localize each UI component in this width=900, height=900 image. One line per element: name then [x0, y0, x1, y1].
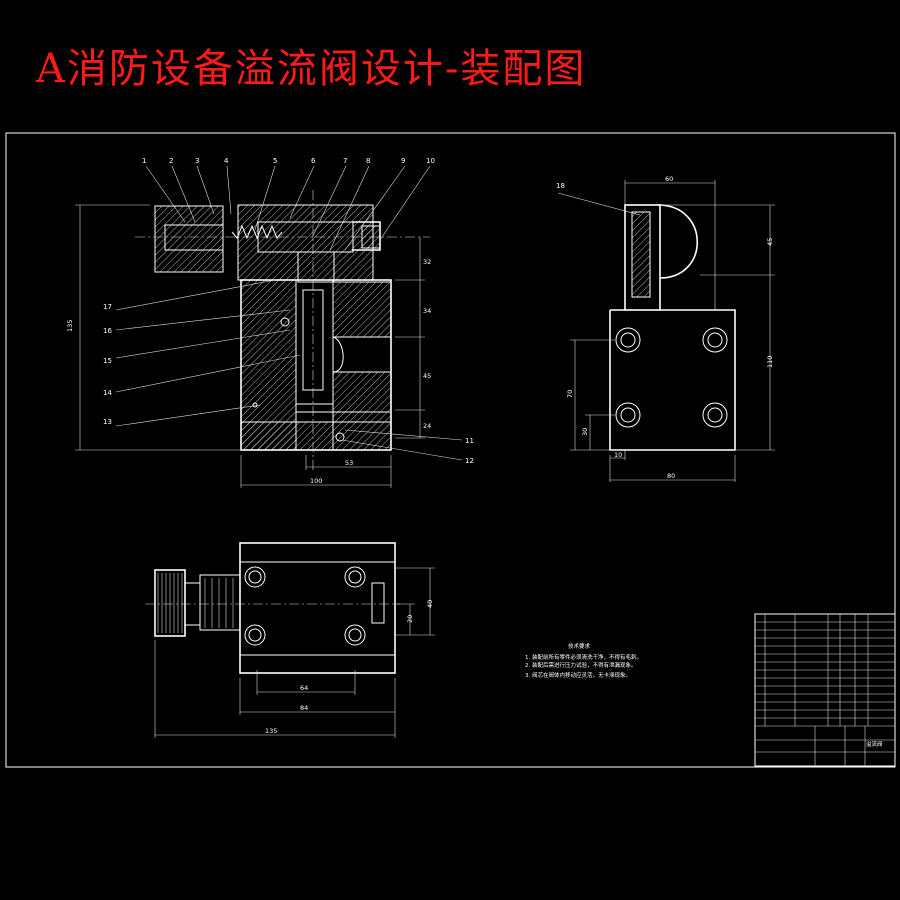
- dim-top-height: 40: [426, 600, 434, 608]
- dim-front-bottom-inner: 53: [345, 459, 353, 467]
- dim-front-d3: 45: [423, 372, 431, 380]
- dim-side-top: 60: [665, 175, 673, 183]
- part-label-10: 10: [426, 157, 435, 165]
- part-number-labels: 1 2 3 4 5 6 7 8 9 10 11 12 13 14 15 16 1…: [103, 157, 565, 465]
- part-label-1: 1: [142, 157, 146, 165]
- part-label-9: 9: [401, 157, 405, 165]
- dim-front-d4: 24: [423, 422, 431, 430]
- dim-front-d1: 32: [423, 258, 431, 266]
- part-label-8: 8: [366, 157, 370, 165]
- technical-requirements: 技术要求 1. 装配前所有零件必须清洗干净，不得有毛刺。 2. 装配后需进行压力…: [525, 642, 642, 679]
- part-label-17: 17: [103, 303, 112, 311]
- part-label-18: 18: [556, 182, 565, 190]
- part-label-3: 3: [195, 157, 199, 165]
- dim-top-w1: 64: [300, 684, 308, 692]
- part-label-5: 5: [273, 157, 277, 165]
- dim-side-d4: 30: [581, 428, 589, 436]
- part-label-15: 15: [103, 357, 112, 365]
- tech-req-line-3: 3. 阀芯在阀体内移动应灵活，无卡滞现象。: [525, 671, 631, 679]
- part-label-12: 12: [465, 457, 474, 465]
- part-label-14: 14: [103, 389, 112, 397]
- part-label-16: 16: [103, 327, 112, 335]
- side-view: 60 45 110 70 30 10 80: [557, 175, 775, 482]
- part-label-13: 13: [103, 418, 112, 426]
- part-label-4: 4: [224, 157, 229, 165]
- part-leaders: [115, 165, 463, 461]
- dim-top-w2: 84: [300, 704, 308, 712]
- dim-front-d2: 34: [423, 307, 431, 315]
- part-label-11: 11: [465, 437, 474, 445]
- drawing-frame: [5, 132, 896, 768]
- dim-side-d2: 110: [766, 356, 774, 368]
- tech-req-line-1: 1. 装配前所有零件必须清洗干净，不得有毛刺。: [525, 653, 642, 661]
- dim-side-d1: 45: [766, 238, 774, 246]
- dim-front-bottom-width: 100: [310, 477, 322, 485]
- title-block-name: 溢流阀: [866, 740, 883, 748]
- dim-side-bottom: 80: [667, 472, 675, 480]
- drawing-title: A消防设备溢流阀设计-装配图: [36, 46, 587, 92]
- front-dimensions: 135 32 34 45 24 53 100: [66, 204, 431, 488]
- tech-req-heading: 技术要求: [568, 642, 591, 650]
- dim-side-d5: 10: [614, 451, 622, 459]
- tech-req-line-2: 2. 装配后需进行压力试验，不得有泄漏现象。: [525, 661, 637, 669]
- dim-side-d3: 70: [566, 390, 574, 398]
- part-label-2: 2: [169, 157, 173, 165]
- dim-front-height: 135: [66, 320, 74, 332]
- top-view: 40 20 64 84 135: [145, 542, 435, 738]
- part-label-7: 7: [343, 157, 347, 165]
- part-label-6: 6: [311, 157, 316, 165]
- front-section-view: [135, 190, 430, 470]
- dim-top-h2: 20: [406, 615, 414, 623]
- dim-top-total: 135: [265, 727, 277, 735]
- parts-list-title-block: 溢流阀: [754, 613, 896, 767]
